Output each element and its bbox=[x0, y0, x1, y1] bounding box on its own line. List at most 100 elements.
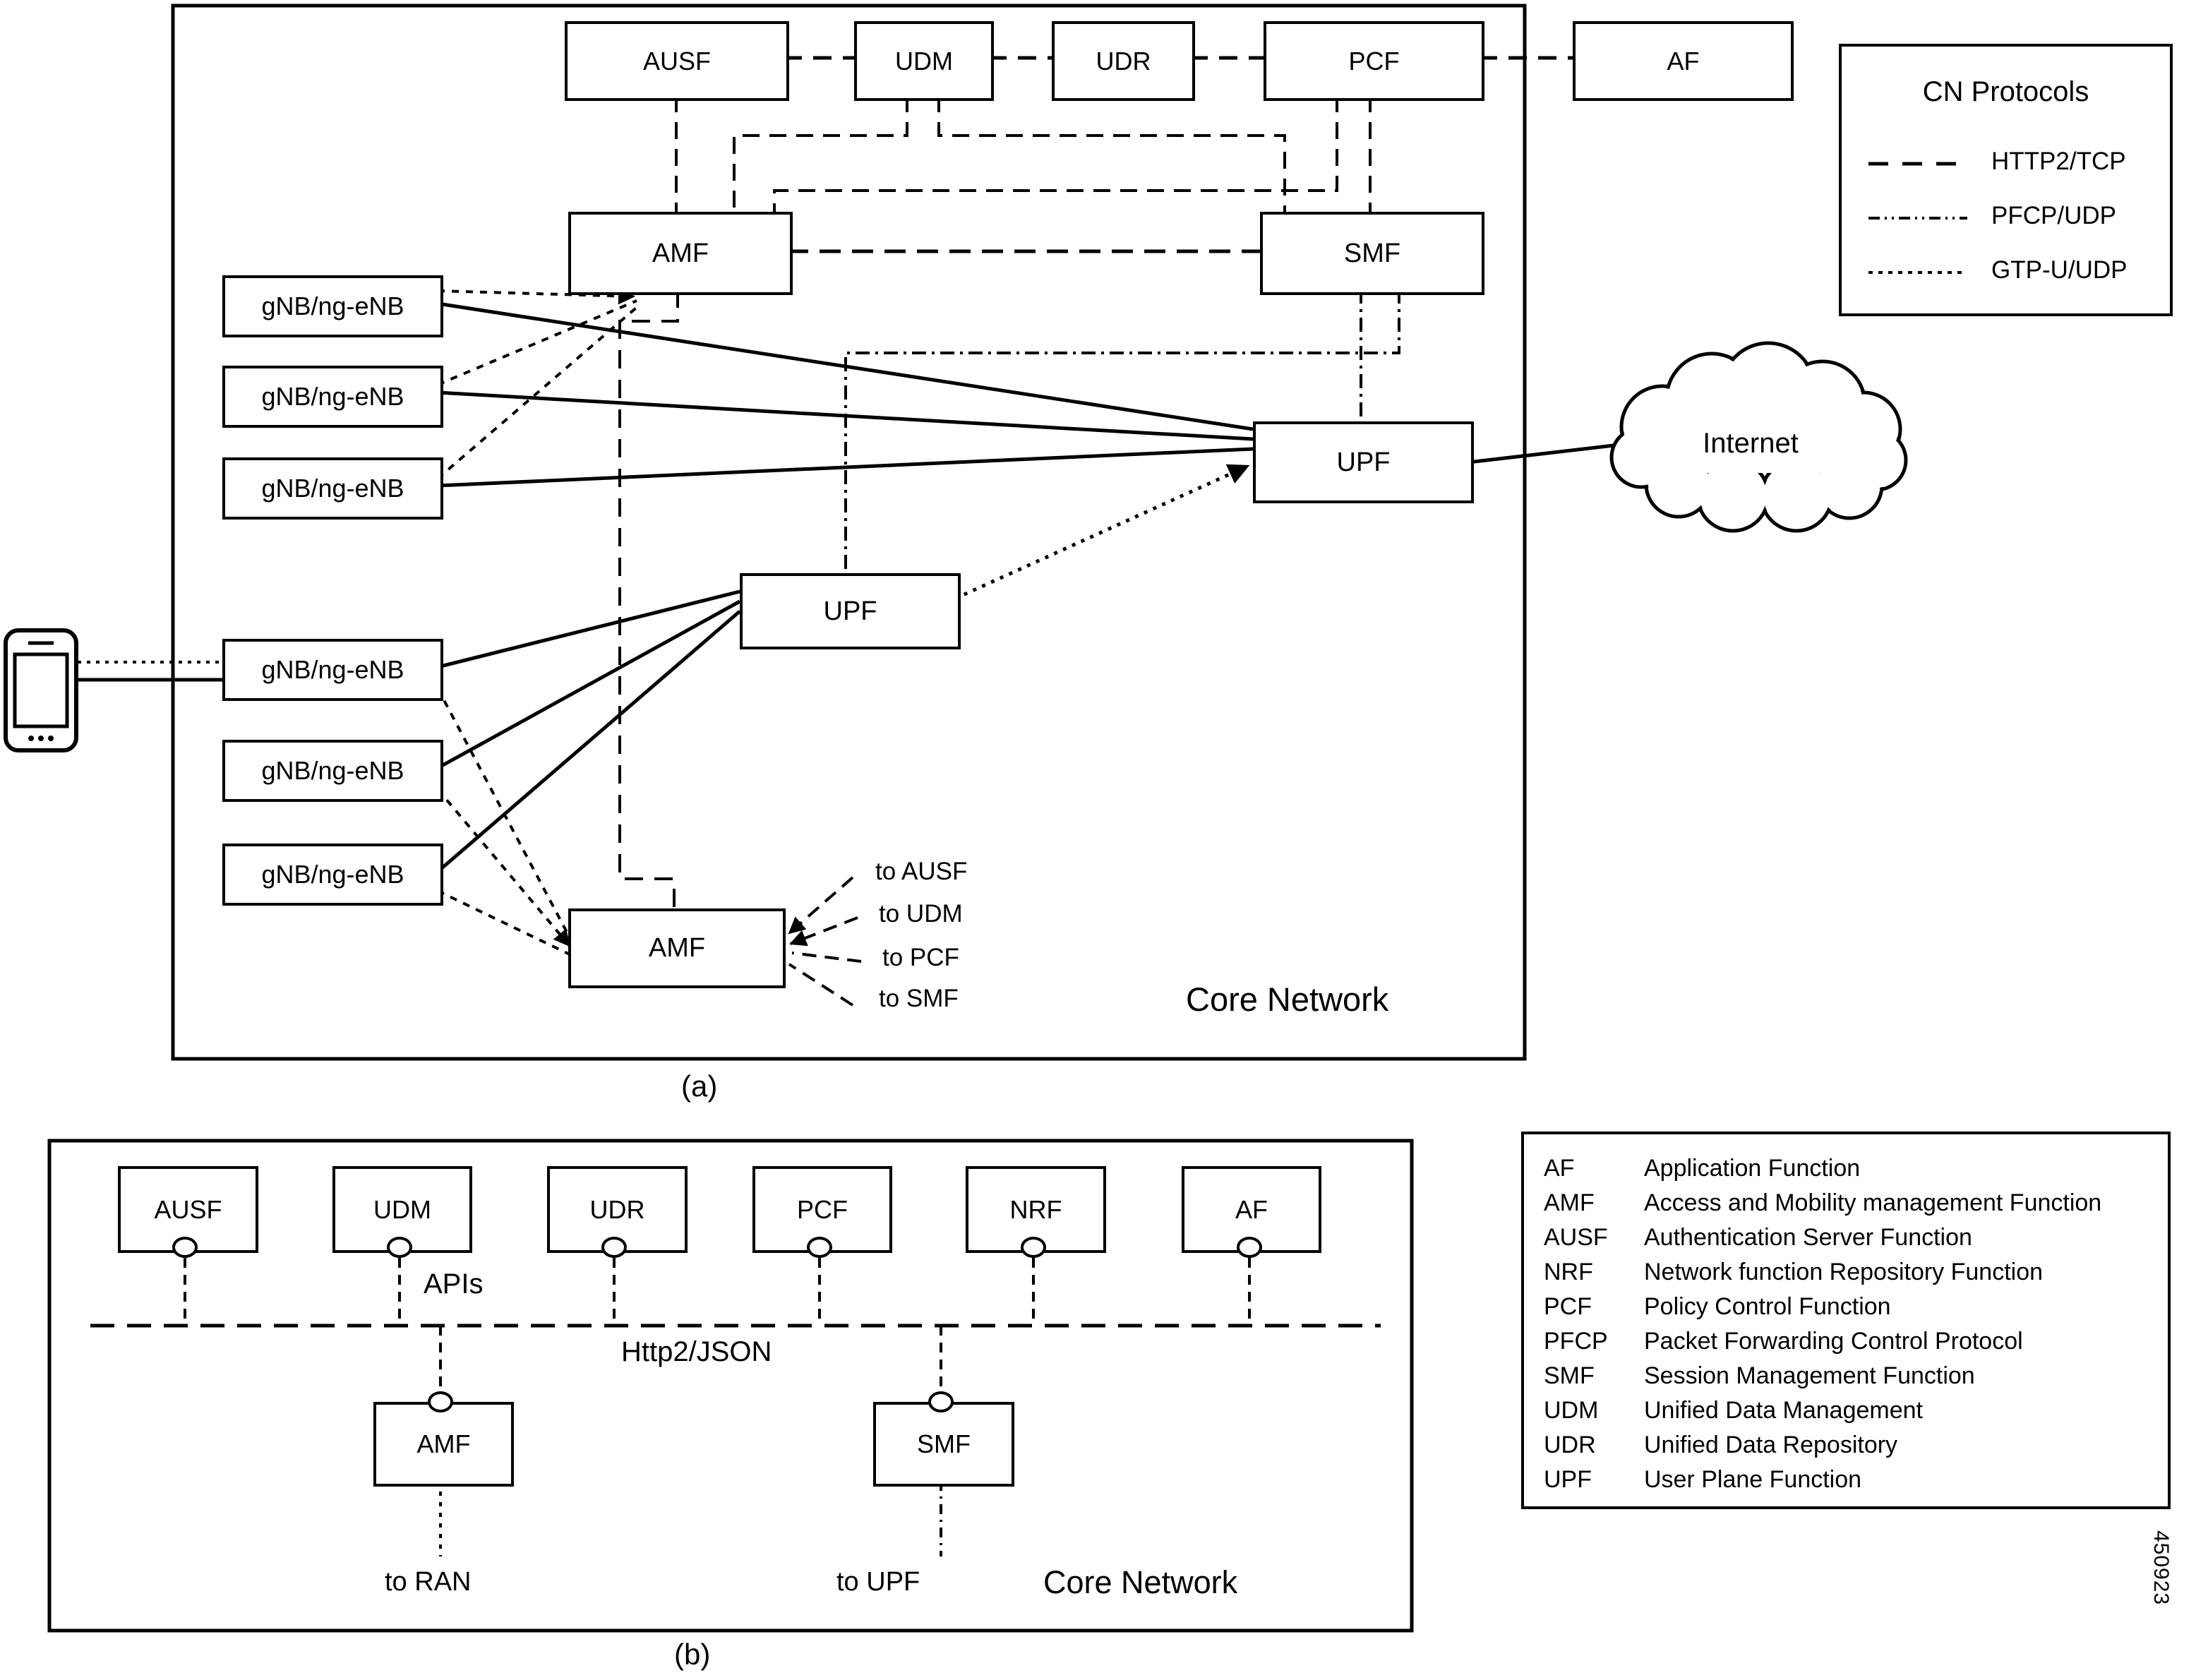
abbrev-row: AMF Access and Mobility management Functi… bbox=[1524, 1186, 2168, 1220]
node-label: AF bbox=[1235, 1194, 1268, 1224]
abbrev-definition: Access and Mobility management Function bbox=[1644, 1189, 2102, 1216]
node-label: AUSF bbox=[154, 1194, 222, 1224]
legend-cn-protocols: CN Protocols HTTP2/TCP PFCP/UDP GTP-U/UD… bbox=[1839, 44, 2173, 316]
node-udr-b: UDR bbox=[547, 1166, 688, 1253]
legend-item-http2: HTTP2/TCP bbox=[1842, 148, 2170, 179]
node-gnb-1: gNB/ng-eNB bbox=[222, 275, 443, 337]
node-label: PCF bbox=[1348, 46, 1400, 76]
abbrev-term: SMF bbox=[1544, 1362, 1595, 1389]
node-label: NRF bbox=[1009, 1194, 1062, 1224]
upf-internet-link bbox=[1468, 443, 1621, 464]
node-label: SMF bbox=[1343, 238, 1401, 268]
node-label: UPF bbox=[1336, 447, 1391, 477]
http2-json-label: Http2/JSON bbox=[621, 1336, 772, 1367]
node-label: gNB/ng-eNB bbox=[261, 756, 404, 785]
node-nrf-b: NRF bbox=[966, 1166, 1106, 1253]
region-label-a: Core Network bbox=[1186, 980, 1389, 1018]
abbrev-definition: Unified Data Management bbox=[1644, 1397, 1924, 1424]
node-gnb-3: gNB/ng-eNB bbox=[222, 457, 443, 520]
abbrev-definition: Network function Repository Function bbox=[1644, 1259, 2044, 1285]
node-label: UDR bbox=[589, 1194, 645, 1224]
node-gnb-4: gNB/ng-eNB bbox=[222, 639, 443, 701]
amf-fanout-links bbox=[788, 876, 862, 1007]
dash-dot-dot-line-sample bbox=[1868, 217, 1967, 220]
abbrev-row: SMF Session Management Function bbox=[1524, 1359, 2168, 1393]
abbrev-term: AF bbox=[1544, 1155, 1575, 1182]
node-label: SMF bbox=[917, 1429, 971, 1458]
node-gnb-6: gNB/ng-eNB bbox=[222, 844, 443, 906]
api-lollipop-connectors bbox=[172, 1237, 1262, 1412]
node-amf-bottom: AMF bbox=[568, 908, 786, 988]
abbrev-term: PFCP bbox=[1544, 1328, 1608, 1355]
node-label: UDM bbox=[895, 46, 953, 76]
abbrev-row: AUSF Authentication Server Function bbox=[1524, 1220, 2168, 1255]
abbrev-definition: Application Function bbox=[1644, 1155, 1861, 1182]
node-pcf-b: PCF bbox=[752, 1166, 892, 1253]
node-label: gNB/ng-eNB bbox=[261, 382, 404, 411]
caption-b: (b) bbox=[674, 1638, 711, 1671]
abbrev-term: UPF bbox=[1544, 1466, 1592, 1493]
node-label: UPF bbox=[823, 596, 877, 626]
node-smf-b: SMF bbox=[873, 1402, 1014, 1487]
fanout-label-smf: to SMF bbox=[879, 985, 959, 1012]
node-udm-b: UDM bbox=[332, 1166, 472, 1253]
legend-item-pfcp: PFCP/UDP bbox=[1842, 202, 2170, 233]
node-af-a: AF bbox=[1573, 21, 1794, 101]
node-label: AMF bbox=[652, 238, 709, 268]
abbrev-definition: Policy Control Function bbox=[1644, 1293, 1891, 1320]
gnb-amf-links-lower bbox=[436, 688, 571, 956]
region-label-b: Core Network bbox=[1043, 1564, 1238, 1600]
abbrev-row: PCF Policy Control Function bbox=[1524, 1290, 2168, 1324]
abbrev-row: PFCP Packet Forwarding Control Protocol bbox=[1524, 1324, 2168, 1359]
node-label: gNB/ng-eNB bbox=[261, 860, 404, 889]
node-label: gNB/ng-eNB bbox=[261, 292, 404, 320]
node-udm-a: UDM bbox=[854, 21, 994, 101]
gnb-upf-links-lower bbox=[436, 589, 741, 873]
apis-label: APIs bbox=[424, 1268, 484, 1300]
internet-label: Internet bbox=[1703, 427, 1799, 459]
gnb-amf-links-upper bbox=[436, 287, 641, 480]
long-dash-line-sample bbox=[1868, 162, 1967, 166]
abbrev-definition: Session Management Function bbox=[1644, 1362, 1975, 1389]
node-label: AUSF bbox=[642, 46, 711, 76]
legend-item-label: GTP-U/UDP bbox=[1991, 256, 2128, 284]
abbrev-term: PCF bbox=[1544, 1293, 1592, 1320]
to-upf-label: to UPF bbox=[836, 1567, 920, 1597]
node-label: UDR bbox=[1096, 46, 1151, 76]
node-gnb-2: gNB/ng-eNB bbox=[222, 366, 443, 428]
abbreviation-table: AF Application Function AMF Access and Mob… bbox=[1521, 1132, 2171, 1509]
legend-item-label: PFCP/UDP bbox=[1991, 202, 2116, 229]
node-udr-a: UDR bbox=[1052, 21, 1195, 101]
node-upf-mid: UPF bbox=[740, 573, 961, 649]
legend-item-gtpu: GTP-U/UDP bbox=[1842, 256, 2170, 287]
node-amf-top: AMF bbox=[568, 212, 793, 295]
fanout-label-udm: to UDM bbox=[879, 900, 963, 928]
abbrev-term: AMF bbox=[1544, 1189, 1595, 1216]
node-label: gNB/ng-eNB bbox=[261, 655, 404, 684]
dotted-line-sample bbox=[1868, 271, 1967, 274]
abbrev-term: AUSF bbox=[1544, 1224, 1608, 1251]
legend-title: CN Protocols bbox=[1922, 76, 2089, 107]
abbrev-row: UDM Unified Data Management bbox=[1524, 1393, 2168, 1428]
node-upf-right: UPF bbox=[1253, 421, 1474, 503]
abbrev-term: NRF bbox=[1544, 1259, 1593, 1285]
abbrev-row: NRF Network function Repository Function bbox=[1524, 1255, 2168, 1290]
node-ausf-a: AUSF bbox=[565, 21, 789, 101]
gtpu-upf-upf-link bbox=[954, 464, 1250, 601]
node-label: AMF bbox=[416, 1429, 471, 1458]
node-label: UDM bbox=[373, 1194, 431, 1224]
fanout-label-ausf: to AUSF bbox=[875, 858, 968, 885]
abbrev-definition: Packet Forwarding Control Protocol bbox=[1644, 1328, 2023, 1355]
abbrev-definition: Unified Data Repository bbox=[1644, 1432, 1898, 1458]
http2-amf-amf-link bbox=[618, 289, 679, 908]
node-amf-b: AMF bbox=[373, 1402, 514, 1487]
abbrev-term: UDM bbox=[1544, 1397, 1599, 1424]
api-stems bbox=[184, 1258, 1251, 1392]
node-label: AF bbox=[1667, 46, 1700, 76]
abbrev-term: UDR bbox=[1544, 1432, 1596, 1458]
phone-icon bbox=[4, 628, 78, 752]
abbrev-definition: Authentication Server Function bbox=[1644, 1224, 1972, 1251]
to-ran-label: to RAN bbox=[385, 1567, 472, 1597]
